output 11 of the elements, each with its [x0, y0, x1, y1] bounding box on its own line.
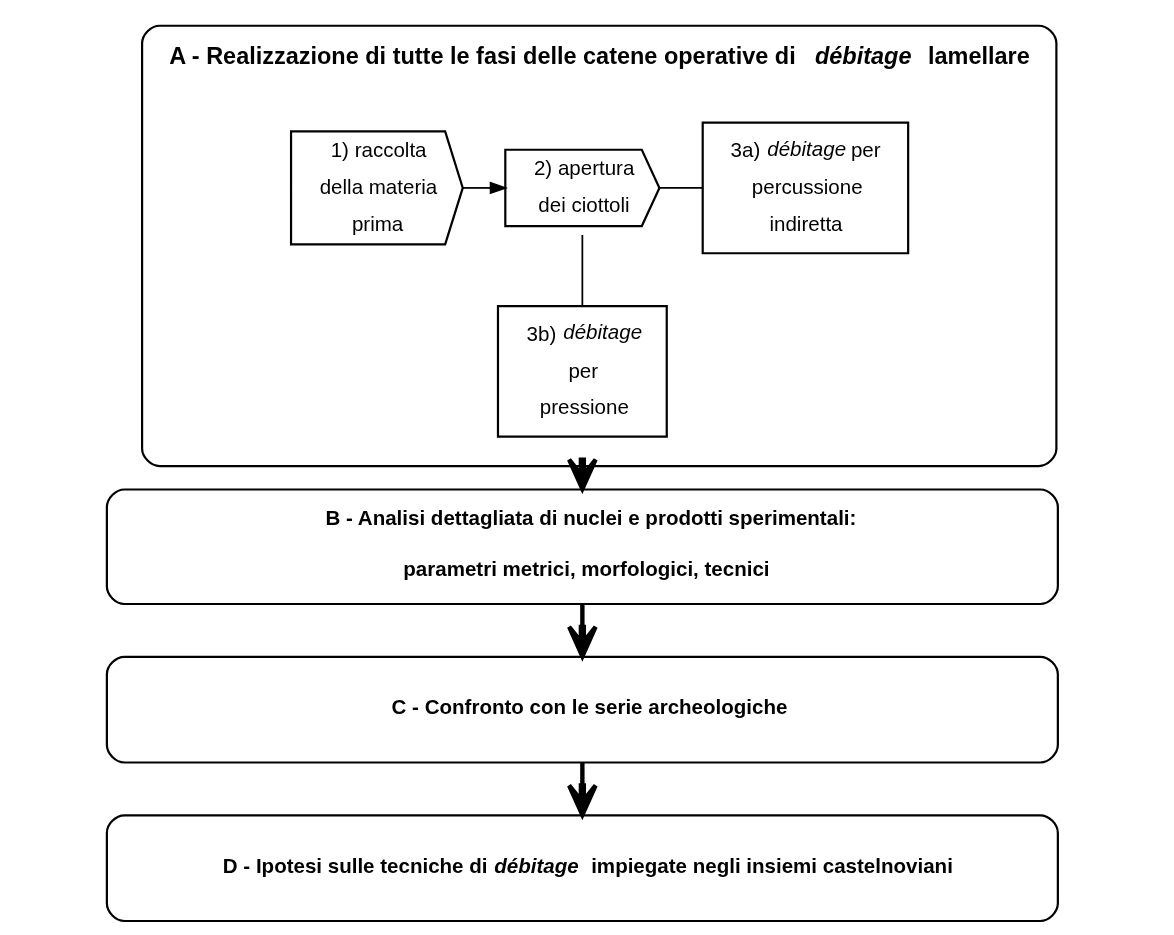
- connector: [581, 234, 583, 307]
- arrow: [566, 762, 598, 818]
- node-box: C - Confronto con le serie archeologiche: [105, 655, 1059, 764]
- node-box: 3b) débitage per pressione: [496, 304, 668, 438]
- arrow: [461, 181, 508, 195]
- arrow: [566, 604, 598, 659]
- node-box: D - Ipotesi sulle tecniche di débitage impiegate negli insiemi castelnoviani: [105, 814, 1059, 923]
- arrow: [566, 457, 598, 492]
- node-box: B - Analisi dettagliata di nuclei e prodotti sperimentali: parametri metrici, morfologici, tecnici: [105, 488, 1059, 606]
- node-box: 3a) débitage per percussione indiretta: [701, 121, 909, 255]
- connector: [658, 187, 703, 189]
